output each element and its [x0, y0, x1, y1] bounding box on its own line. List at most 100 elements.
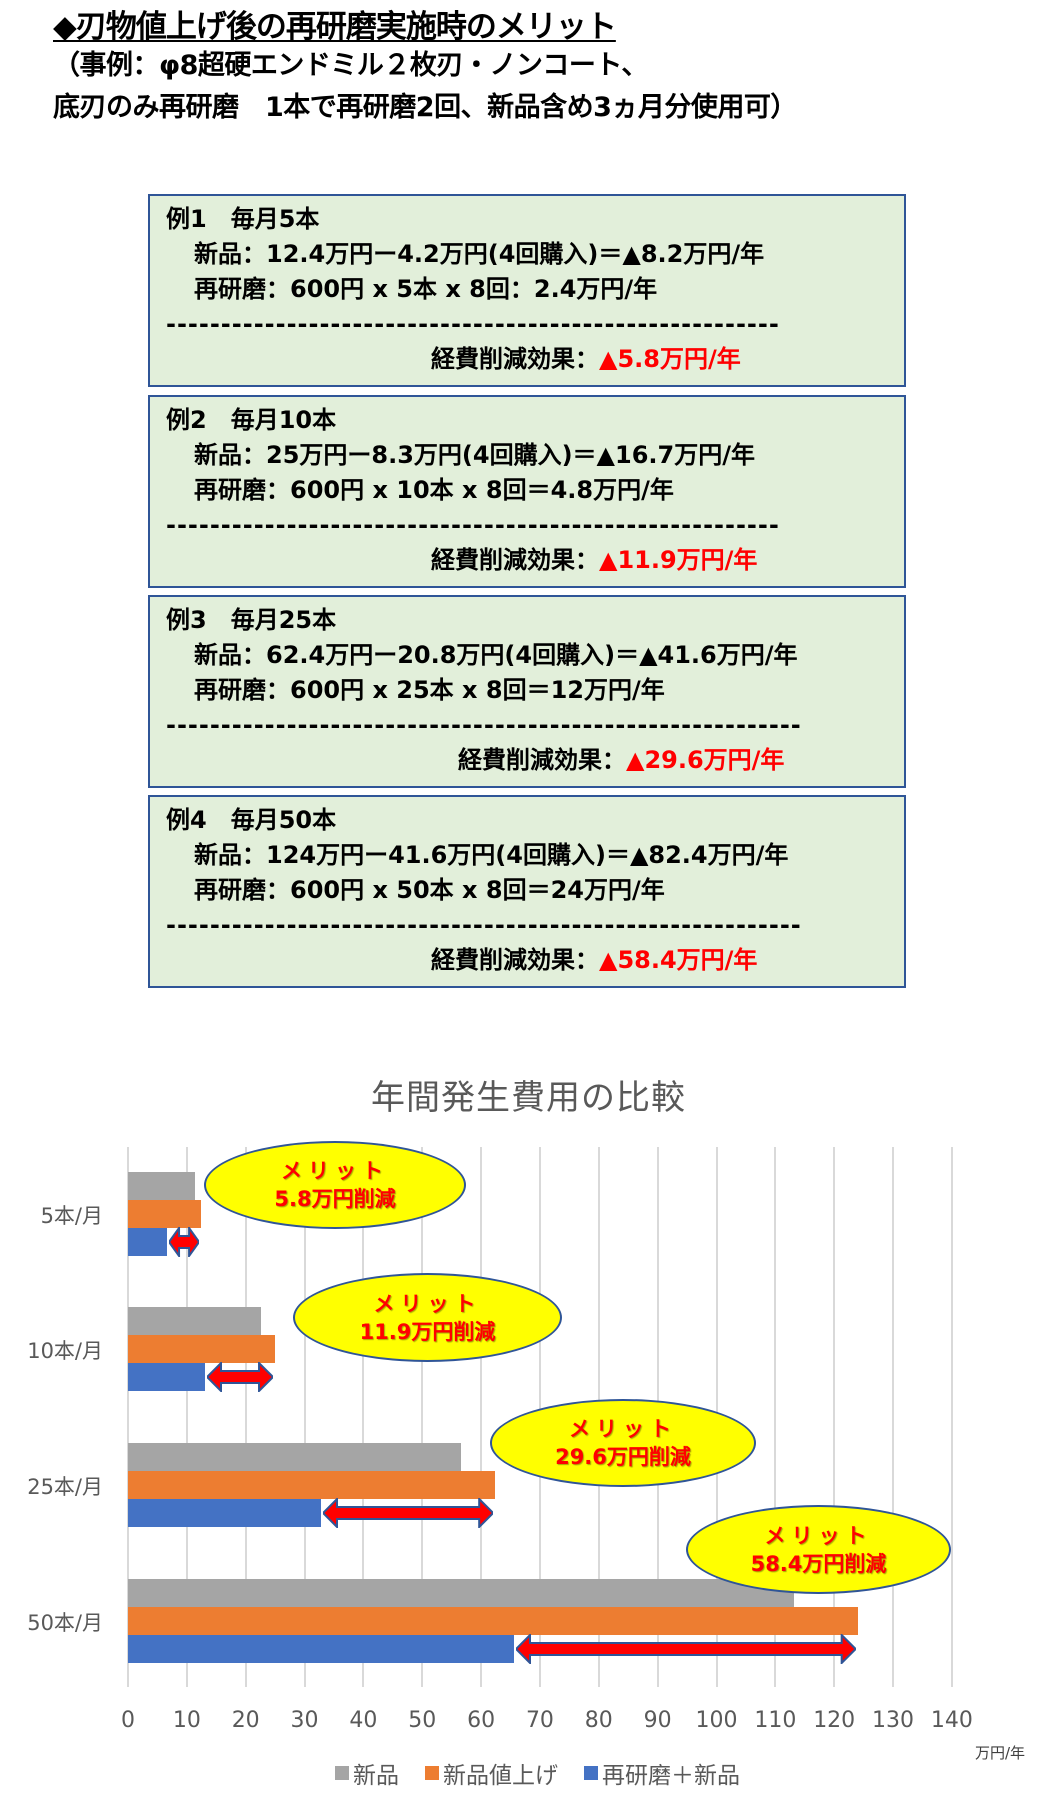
- case-new-cost: 新品：62.4万円ー20.8万円(4回購入)＝▲41.6万円/年: [194, 641, 798, 669]
- effect-value: ▲58.4万円/年: [599, 946, 758, 974]
- x-tick-label: 120: [813, 1708, 856, 1733]
- merit-callout: メリット 5.8万円削減: [204, 1141, 466, 1229]
- callout-value: 58.4万円削減: [750, 1551, 887, 1576]
- x-tick-label: 10: [172, 1708, 201, 1733]
- x-tick-label: 110: [754, 1708, 797, 1733]
- case-heading: 例1 毎月5本: [166, 205, 320, 233]
- gridline: [185, 1147, 188, 1687]
- case-effect: 経費削減効果：▲5.8万円/年: [166, 342, 904, 377]
- x-tick-label: 140: [930, 1708, 973, 1733]
- case-effect: 経費削減効果：▲11.9万円/年: [166, 543, 904, 578]
- subtitle-line-2: 底刃のみ再研磨 1本で再研磨2回、新品含め3ヵ月分使用可）: [53, 92, 797, 123]
- legend-label: 再研磨＋新品: [602, 1763, 740, 1789]
- chart-legend: 新品 新品値上げ 再研磨＋新品: [0, 1756, 1057, 1790]
- double-arrow-icon: [205, 1360, 275, 1394]
- effect-label: 経費削減効果：: [431, 345, 599, 373]
- chart-title: 年間発生費用の比較: [371, 1078, 686, 1118]
- divider: ----------------------------------------…: [166, 911, 802, 939]
- gridline: [127, 1147, 129, 1687]
- callout-value: 11.9万円削減: [359, 1319, 496, 1344]
- callout-title: メリット: [764, 1523, 873, 1548]
- effect-label: 経費削減効果：: [431, 546, 599, 574]
- callout-value: 29.6万円削減: [555, 1445, 691, 1469]
- legend-swatch-icon: [584, 1766, 598, 1780]
- subtitle-line-1: （事例：φ8超硬エンドミル２枚刃・ノンコート、: [53, 50, 648, 81]
- case-heading: 例2 毎月10本: [166, 406, 337, 434]
- case-box-3: 例3 毎月25本 新品：62.4万円ー20.8万円(4回購入)＝▲41.6万円/…: [148, 595, 906, 788]
- legend-swatch-icon: [425, 1766, 439, 1780]
- legend-item: 再研磨＋新品: [584, 1756, 740, 1790]
- divider: ----------------------------------------…: [166, 310, 780, 338]
- case-heading: 例4 毎月50本: [166, 806, 337, 834]
- bar-1: [128, 1471, 496, 1499]
- x-tick-label: 130: [872, 1708, 915, 1733]
- x-tick-label: 90: [643, 1708, 672, 1733]
- gridline: [950, 1147, 953, 1687]
- bar-0: [128, 1579, 795, 1607]
- gridline: [774, 1147, 777, 1687]
- x-tick-label: 60: [467, 1708, 496, 1733]
- callout-title: メリット: [373, 1291, 482, 1316]
- bar-0: [128, 1307, 261, 1335]
- bar-0: [128, 1172, 195, 1200]
- gridline: [480, 1147, 483, 1687]
- case-new-cost: 新品：25万円ー8.3万円(4回購入)＝▲16.7万円/年: [194, 441, 755, 469]
- case-regrind-cost: 再研磨：600円 x 50本 x 8回＝24万円/年: [194, 876, 665, 904]
- bar-1: [128, 1335, 276, 1363]
- x-tick-label: 80: [584, 1708, 613, 1733]
- y-tick-label: 5本/月: [40, 1204, 103, 1228]
- case-box-2: 例2 毎月10本 新品：25万円ー8.3万円(4回購入)＝▲16.7万円/年 再…: [148, 395, 906, 588]
- effect-label: 経費削減効果：: [458, 746, 626, 774]
- case-regrind-cost: 再研磨：600円 x 25本 x 8回＝12万円/年: [194, 676, 665, 704]
- effect-value: ▲5.8万円/年: [599, 345, 741, 373]
- legend-label: 新品値上げ: [443, 1763, 558, 1789]
- case-new-cost: 新品：12.4万円ー4.2万円(4回購入)＝▲8.2万円/年: [194, 240, 765, 268]
- case-box-1: 例1 毎月5本 新品：12.4万円ー4.2万円(4回購入)＝▲8.2万円/年 再…: [148, 194, 906, 387]
- y-tick-label: 50本/月: [27, 1611, 103, 1635]
- effect-value: ▲11.9万円/年: [599, 546, 758, 574]
- case-regrind-cost: 再研磨：600円 x 5本 x 8回：2.4万円/年: [194, 275, 658, 303]
- bar-2: [128, 1499, 322, 1527]
- x-tick-label: 30: [290, 1708, 319, 1733]
- bar-0: [128, 1443, 462, 1471]
- x-tick-label: 50: [408, 1708, 437, 1733]
- y-tick-label: 25本/月: [27, 1475, 103, 1499]
- gridline: [362, 1147, 365, 1687]
- merit-callout: メリット 11.9万円削減: [293, 1273, 562, 1362]
- y-tick-label: 10本/月: [27, 1339, 103, 1363]
- legend-item: 新品: [335, 1756, 399, 1790]
- gridline: [303, 1147, 306, 1687]
- bar-1: [128, 1200, 201, 1228]
- case-effect: 経費削減効果：▲58.4万円/年: [166, 943, 904, 978]
- x-tick-label: 70: [525, 1708, 554, 1733]
- effect-label: 経費削減効果：: [431, 946, 599, 974]
- bar-1: [128, 1607, 858, 1635]
- x-tick-label: 0: [121, 1708, 135, 1733]
- case-new-cost: 新品：124万円ー41.6万円(4回購入)＝▲82.4万円/年: [194, 841, 789, 869]
- gridline: [244, 1147, 247, 1687]
- callout-value: 5.8万円削減: [274, 1187, 396, 1211]
- gridline: [421, 1147, 424, 1687]
- merit-callout: メリット 58.4万円削減: [686, 1505, 951, 1594]
- callout-title: メリット: [569, 1417, 677, 1441]
- case-effect: 経費削減効果：▲29.6万円/年: [166, 743, 904, 778]
- callout-title: メリット: [281, 1159, 389, 1183]
- x-axis-unit-label: 万円/年: [975, 1744, 1026, 1762]
- bar-2: [128, 1363, 206, 1391]
- double-arrow-icon: [514, 1632, 858, 1666]
- x-tick-label: 40: [349, 1708, 378, 1733]
- gridline: [833, 1147, 836, 1687]
- bar-2: [128, 1228, 167, 1256]
- bar-2: [128, 1635, 515, 1663]
- effect-value: ▲29.6万円/年: [626, 746, 785, 774]
- case-heading: 例3 毎月25本: [166, 606, 337, 634]
- legend-swatch-icon: [335, 1766, 349, 1780]
- divider: ----------------------------------------…: [166, 711, 802, 739]
- double-arrow-icon: [167, 1224, 201, 1260]
- double-arrow-icon: [321, 1496, 495, 1530]
- gridline: [892, 1147, 895, 1687]
- merit-callout: メリット 29.6万円削減: [490, 1399, 756, 1487]
- legend-label: 新品: [353, 1763, 399, 1789]
- case-box-4: 例4 毎月50本 新品：124万円ー41.6万円(4回購入)＝▲82.4万円/年…: [148, 795, 906, 988]
- divider: ----------------------------------------…: [166, 511, 780, 539]
